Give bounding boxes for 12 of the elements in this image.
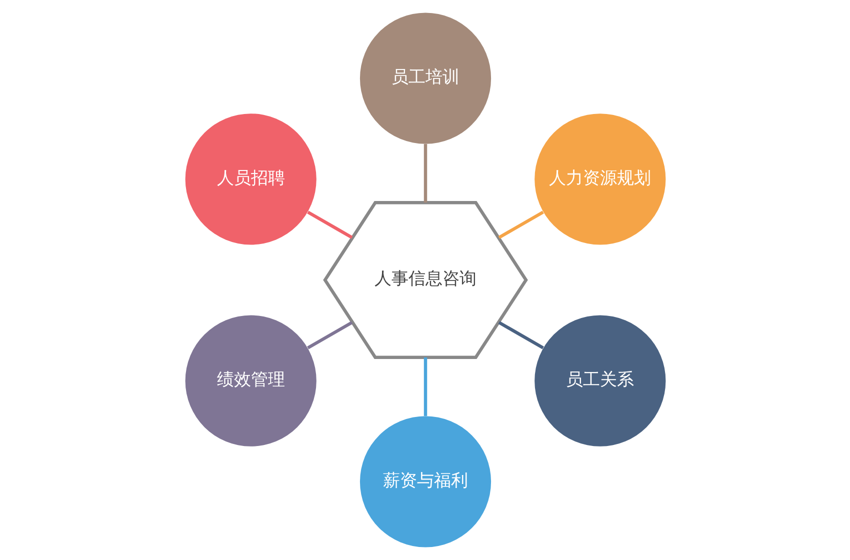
connector	[498, 210, 544, 239]
connector	[423, 357, 427, 416]
connector	[498, 321, 544, 350]
node-circle: 员工培训	[359, 12, 491, 144]
connector	[306, 321, 352, 350]
node-circle: 人力资源规划	[534, 114, 666, 245]
connector	[423, 144, 427, 203]
node-circle: 人员招聘	[184, 114, 316, 245]
node-circle: 绩效管理	[184, 315, 316, 446]
node-circle: 员工关系	[534, 315, 666, 446]
node-circle: 薪资与福利	[359, 416, 491, 548]
connector	[306, 210, 352, 239]
